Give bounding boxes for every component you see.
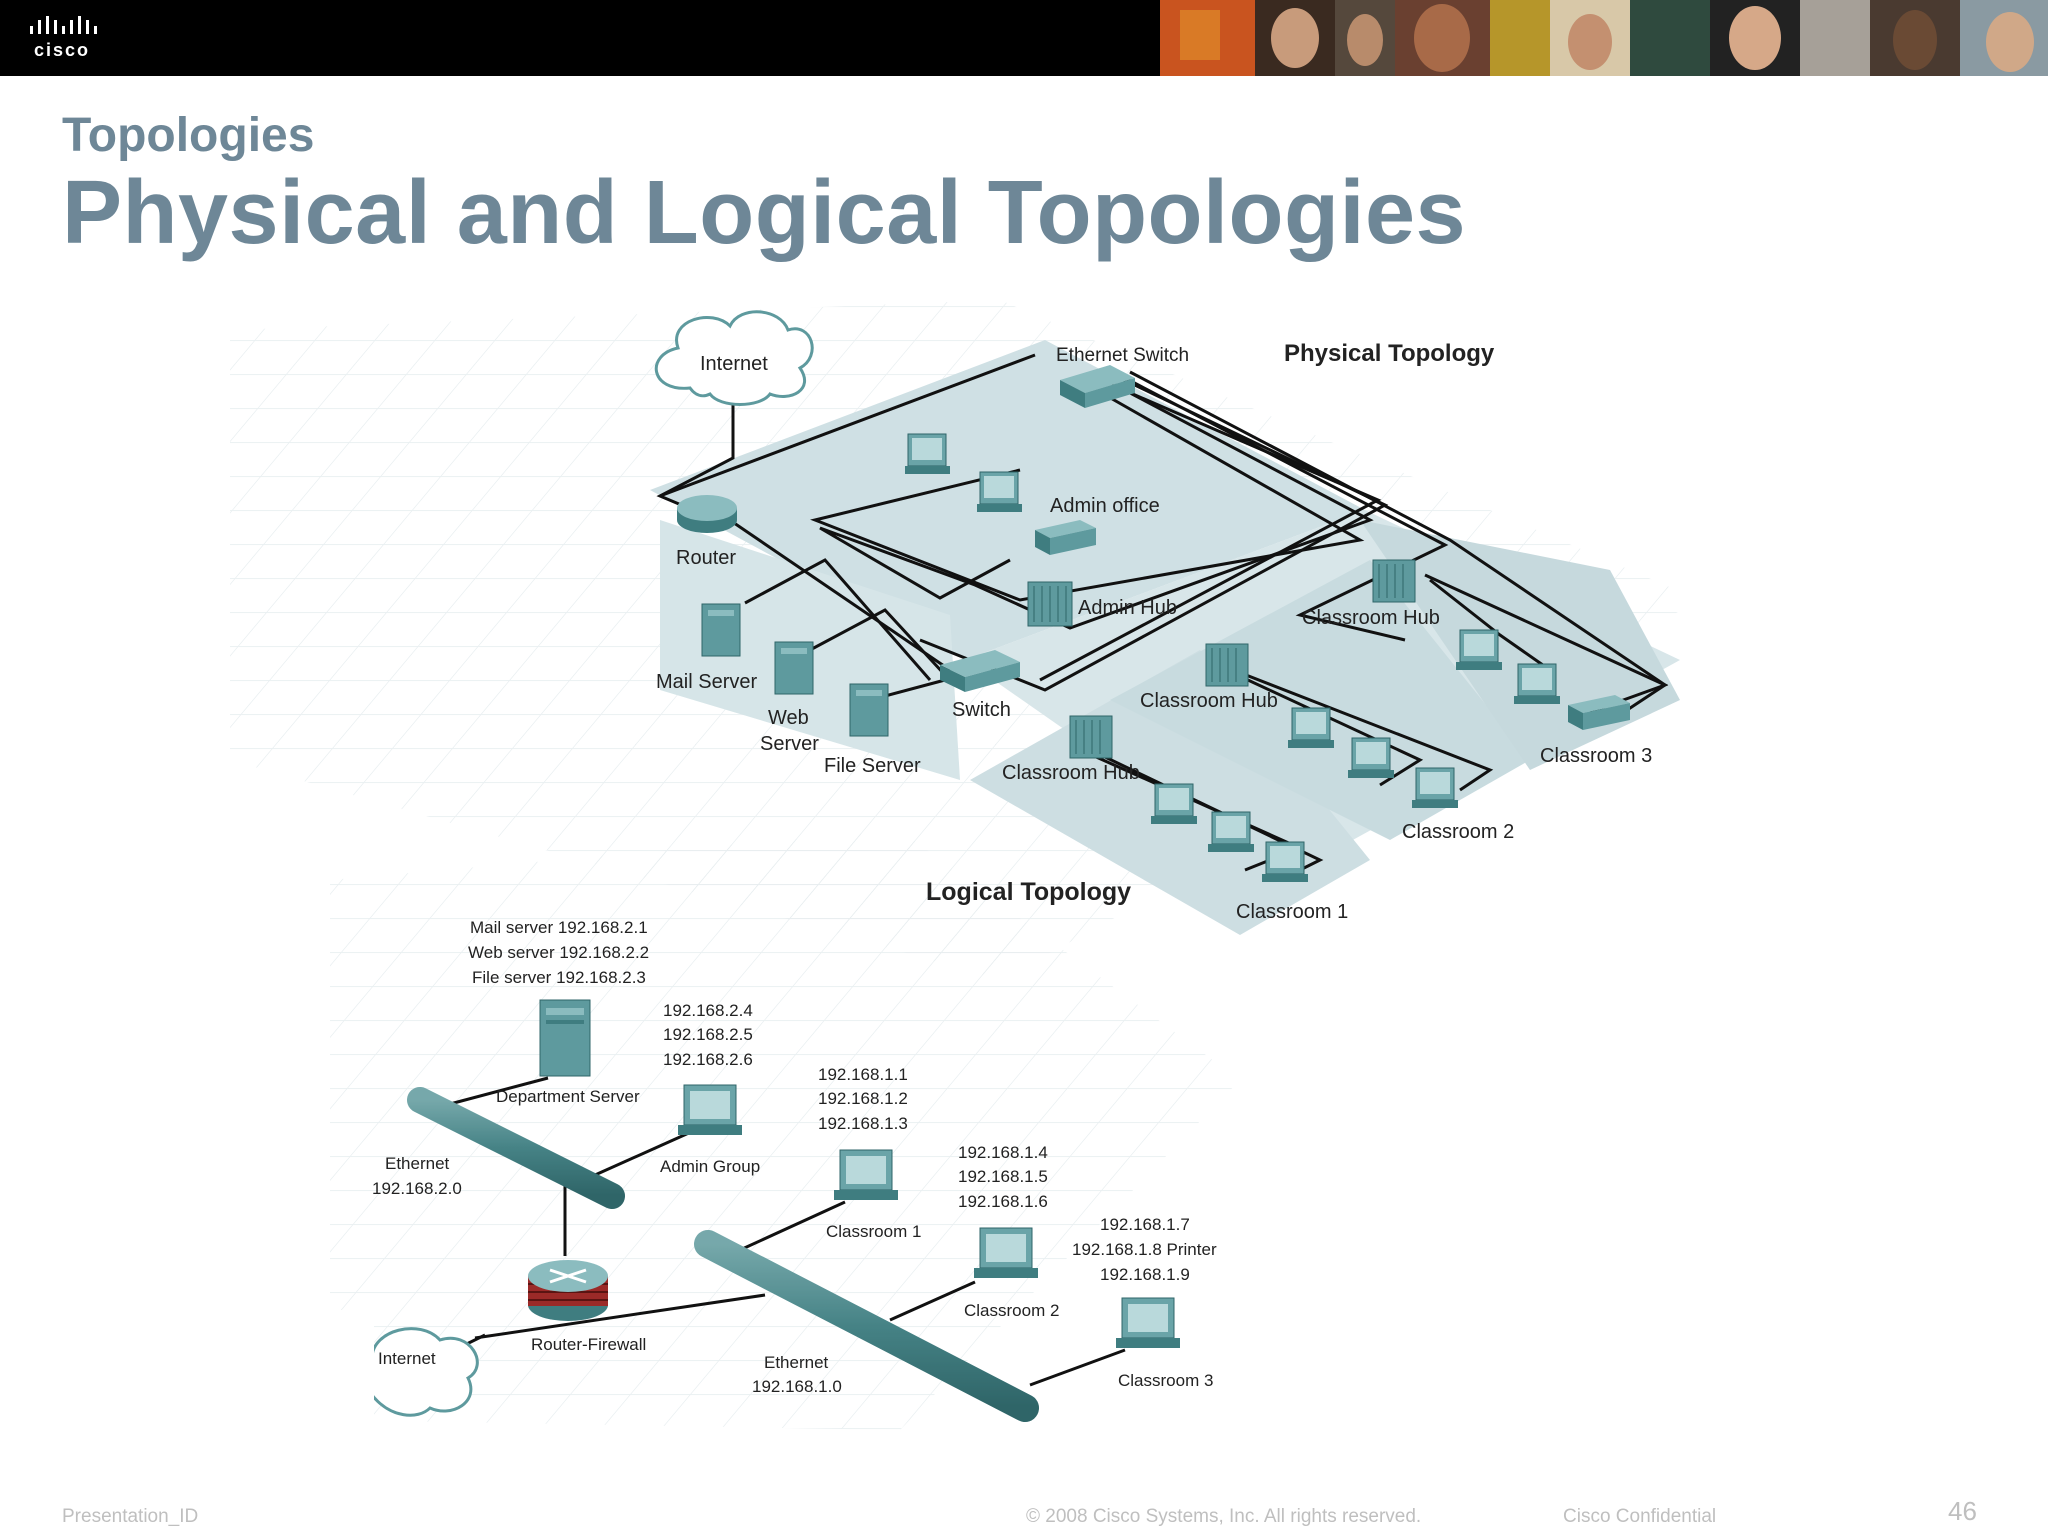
logical-classroom-3-label: Classroom 3 xyxy=(1118,1371,1213,1390)
admin-group-label: Admin Group xyxy=(660,1157,760,1176)
classroom-3-printer-icon xyxy=(1568,695,1630,730)
logical-classroom-2-label: Classroom 2 xyxy=(964,1301,1059,1320)
footer-confidential: Cisco Confidential xyxy=(1563,1506,1717,1527)
admin-ip-2: 192.168.2.5 xyxy=(663,1025,753,1044)
page-number: 46 xyxy=(1948,1496,1977,1526)
web-server-label-line1: Web xyxy=(768,707,809,729)
switch-icon xyxy=(940,650,1020,692)
classroom-2-pc-icon xyxy=(1412,767,1458,808)
server-ip-line-1: Mail server 192.168.2.1 xyxy=(470,918,648,937)
logical-classroom-1-pc-icon xyxy=(834,1149,898,1200)
router-firewall-icon xyxy=(528,1260,608,1321)
classroom-2-pc-icon xyxy=(1348,737,1394,778)
ethernet-lower-label-1: Ethernet xyxy=(764,1353,829,1372)
classroom-2-ip-2: 192.168.1.5 xyxy=(958,1167,1048,1186)
mail-server-label: Mail Server xyxy=(656,671,757,693)
internet-cloud-icon xyxy=(330,1310,479,1430)
internet-label: Internet xyxy=(700,353,768,375)
classroom-1-pc-icon xyxy=(1208,811,1254,852)
printer-icon xyxy=(1035,520,1096,555)
admin-hub-icon xyxy=(1027,581,1073,627)
header-photo-strip xyxy=(1160,0,2048,76)
cisco-wordmark: cisco xyxy=(34,40,91,60)
classroom-hub-label-a: Classroom Hub xyxy=(1302,607,1440,629)
classroom-3-pc-icon xyxy=(1456,629,1502,670)
logical-topology-heading: Logical Topology xyxy=(926,878,1131,906)
file-server-label: File Server xyxy=(824,755,921,777)
footer-copyright: © 2008 Cisco Systems, Inc. All rights re… xyxy=(1026,1506,1422,1527)
classroom-1-ip-2: 192.168.1.2 xyxy=(818,1089,908,1108)
classroom-3-ip-1: 192.168.1.7 xyxy=(1100,1215,1190,1234)
admin-office-label: Admin office xyxy=(1050,495,1160,517)
slide-subtitle: Topologies xyxy=(62,109,315,162)
slide-title: Physical and Logical Topologies xyxy=(62,163,1467,263)
classroom-2-ip-3: 192.168.1.6 xyxy=(958,1192,1048,1211)
classroom-hub-icon xyxy=(1205,643,1249,687)
cisco-logo: cisco xyxy=(28,12,128,66)
ethernet-backbone-upper xyxy=(407,1087,625,1209)
ethernet-upper-label-1: Ethernet xyxy=(385,1154,450,1173)
ethernet-lower-label-2: 192.168.1.0 xyxy=(752,1377,842,1396)
server-ip-line-2: Web server 192.168.2.2 xyxy=(468,943,649,962)
classroom-2-label: Classroom 2 xyxy=(1402,821,1514,843)
physical-topology-heading: Physical Topology xyxy=(1284,340,1495,367)
logical-labels: Logical Topology Mail server 192.168.2.1… xyxy=(372,878,1217,1396)
header-bar: cisco xyxy=(0,0,2048,76)
classroom-3-ip-3: 192.168.1.9 xyxy=(1100,1265,1190,1284)
classroom-3-ip-2: 192.168.1.8 Printer xyxy=(1072,1240,1217,1259)
classroom-2-ip-1: 192.168.1.4 xyxy=(958,1143,1048,1162)
footer-presentation-id: Presentation_ID xyxy=(62,1506,199,1527)
classroom-1-pc-icon xyxy=(1151,783,1197,824)
classroom-1-ip-1: 192.168.1.1 xyxy=(818,1065,908,1084)
ethernet-switch-icon xyxy=(1060,365,1135,408)
admin-pc-icon xyxy=(977,471,1022,512)
logical-classroom-2-pc-icon xyxy=(974,1227,1038,1278)
department-server-label: Department Server xyxy=(496,1087,640,1106)
physical-devices xyxy=(677,365,1630,882)
ethernet-backbone-lower xyxy=(694,1230,1039,1422)
switch-label: Switch xyxy=(952,699,1011,721)
router-firewall-label: Router-Firewall xyxy=(531,1335,646,1354)
department-server-icon xyxy=(539,999,591,1077)
physical-labels: Physical Topology Internet Ethernet Swit… xyxy=(656,340,1652,923)
classroom-hub-icon xyxy=(1372,559,1416,603)
ethernet-upper-label-2: 192.168.2.0 xyxy=(372,1179,462,1198)
file-server-icon xyxy=(849,683,889,737)
admin-hub-label: Admin Hub xyxy=(1078,597,1177,619)
admin-ip-3: 192.168.2.6 xyxy=(663,1050,753,1069)
classroom-3-label: Classroom 3 xyxy=(1540,745,1652,767)
server-ip-line-3: File server 192.168.2.3 xyxy=(472,968,646,987)
ethernet-switch-label: Ethernet Switch xyxy=(1056,345,1189,366)
cisco-bars-icon xyxy=(30,16,97,34)
logical-internet-label: Internet xyxy=(378,1349,436,1368)
classroom-3-pc-icon xyxy=(1514,663,1560,704)
admin-group-pc-icon xyxy=(678,1084,742,1135)
web-server-label-line2: Server xyxy=(760,733,819,755)
logical-classroom-1-label: Classroom 1 xyxy=(826,1222,921,1241)
mail-server-icon xyxy=(701,603,741,657)
classroom-1-ip-3: 192.168.1.3 xyxy=(818,1114,908,1133)
internet-cloud-icon xyxy=(654,310,814,406)
logical-classroom-3-pc-icon xyxy=(1116,1297,1180,1348)
router-icon xyxy=(677,495,737,533)
admin-pc-icon xyxy=(905,433,950,474)
classroom-hub-icon xyxy=(1069,715,1113,759)
admin-ip-1: 192.168.2.4 xyxy=(663,1001,753,1020)
classroom-hub-label-c: Classroom Hub xyxy=(1002,762,1140,784)
web-server-icon xyxy=(774,641,814,695)
classroom-hub-label-b: Classroom Hub xyxy=(1140,690,1278,712)
logical-topology xyxy=(330,999,1180,1430)
classroom-1-pc-icon xyxy=(1262,841,1308,882)
classroom-2-pc-icon xyxy=(1288,707,1334,748)
classroom-1-label: Classroom 1 xyxy=(1236,901,1348,923)
router-label: Router xyxy=(676,547,736,569)
